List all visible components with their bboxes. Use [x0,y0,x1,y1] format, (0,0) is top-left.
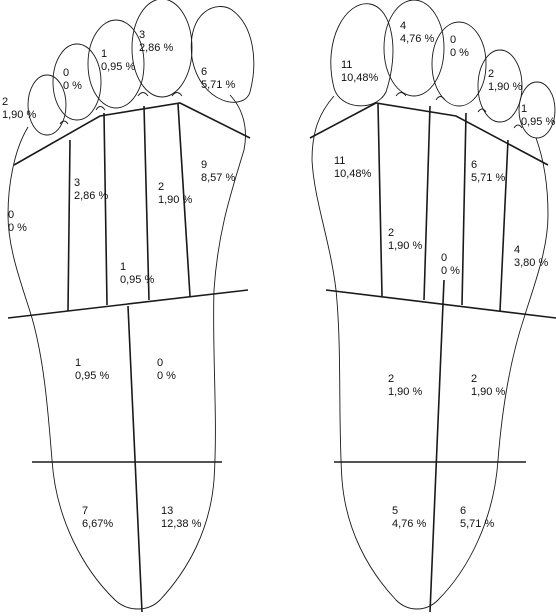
zone-count: 0 [157,357,176,370]
right-fore-divider-1 [378,104,382,296]
left-zone-mth5-label: 3 2,86 % [74,177,108,203]
right-zone-lateral-fore-label: 4 3,80 % [514,244,548,270]
zone-count: 2 [388,373,422,386]
zone-percent: 6,67% [82,518,113,531]
zone-count: 0 [441,252,460,265]
right-zone-hallux-label: 11 10,48% [341,59,378,85]
left-zone-hallux-label: 6 5,71 % [201,66,235,92]
left-zone-toe3-label: 1 0,95 % [101,48,135,74]
zone-percent: 1,90 % [158,194,192,207]
left-zone-heel-lateral-label: 7 6,67% [82,505,113,531]
zone-count: 2 [158,181,192,194]
zone-percent: 4,76 % [400,33,434,46]
zone-percent: 0,95 % [521,116,555,129]
zone-percent: 1,90 % [488,81,522,94]
left-fore-divider-2 [104,113,107,305]
zone-percent: 0 % [450,47,469,60]
zone-percent: 1,90 % [388,386,422,399]
zone-percent: 0 % [157,370,176,383]
zone-count: 6 [201,66,235,79]
left-zone-heel-medial-label: 13 12,38 % [161,505,201,531]
zone-count: 1 [120,261,154,274]
right-zone-toe3-label: 0 0 % [450,34,469,60]
zone-count: 11 [341,59,378,72]
right-fore-divider-2 [424,106,430,300]
right-zone-mth3-label: 0 0 % [441,252,460,278]
zone-percent: 10,48% [334,168,371,181]
zone-count: 6 [471,159,505,172]
zone-percent: 8,57 % [201,172,235,185]
right-zone-heel-lateral-label: 6 5,71 % [460,505,494,531]
left-zone-mth3-label: 1 0,95 % [120,261,154,287]
left-zone-toe5-label: 2 1,90 % [2,96,36,122]
right-toe-joint-marks [396,93,522,129]
left-long-axis [128,306,142,612]
left-zone-toe4-label: 0 0 % [63,67,82,93]
zone-count: 9 [201,159,235,172]
right-zone-mth2-label: 2 1,90 % [388,227,422,253]
zone-count: 0 [63,67,82,80]
right-zone-heel-medial-label: 5 4,76 % [392,505,426,531]
zone-percent: 1,90 % [471,386,505,399]
zone-percent: 2,86 % [139,42,173,55]
zone-count: 3 [139,29,173,42]
zone-percent: 5,71 % [471,172,505,185]
left-zone-mid-medial-label: 0 0 % [157,357,176,383]
zone-count: 1 [101,48,135,61]
zone-count: 6 [460,505,494,518]
zone-percent: 1,90 % [388,240,422,253]
left-zone-lateral-fore-label: 0 0 % [8,209,27,235]
zone-percent: 1,90 % [2,109,36,122]
left-zone-mid-lateral-label: 1 0,95 % [75,357,109,383]
zone-count: 2 [471,373,505,386]
right-zone-mth4-label: 6 5,71 % [471,159,505,185]
zone-percent: 0 % [63,80,82,93]
zone-count: 5 [392,505,426,518]
zone-count: 4 [514,244,548,257]
right-hallux-outline [331,4,393,106]
right-zone-toe4-label: 2 1,90 % [488,68,522,94]
right-midfoot-line [326,290,556,318]
zone-percent: 2,86 % [74,190,108,203]
zone-percent: 3,80 % [514,257,548,270]
zone-count: 13 [161,505,201,518]
zone-percent: 0 % [441,265,460,278]
zone-percent: 0,95 % [120,274,154,287]
zone-percent: 12,38 % [161,518,201,531]
zone-count: 1 [75,357,109,370]
left-zone-toe2-label: 3 2,86 % [139,29,173,55]
zone-count: 0 [8,209,27,222]
zone-percent: 0,95 % [101,61,135,74]
zone-count: 3 [74,177,108,190]
zone-count: 2 [488,68,522,81]
left-fore-divider-1 [68,140,70,311]
left-zone-mth1-label: 9 8,57 % [201,159,235,185]
zone-percent: 10,48% [341,72,378,85]
right-zone-mid-lateral-label: 2 1,90 % [471,373,505,399]
zone-percent: 0,95 % [75,370,109,383]
right-fore-divider-3 [462,113,466,305]
zone-count: 7 [82,505,113,518]
zone-count: 11 [334,155,371,168]
right-zone-toe2-label: 4 4,76 % [400,20,434,46]
zone-count: 1 [521,103,555,116]
left-toe-line [14,103,250,165]
zone-count: 2 [388,227,422,240]
zone-percent: 5,71 % [201,79,235,92]
zone-percent: 5,71 % [460,518,494,531]
right-long-axis [430,280,444,612]
zone-percent: 4,76 % [392,518,426,531]
zone-percent: 0 % [8,222,27,235]
right-zone-mid-medial-label: 2 1,90 % [388,373,422,399]
left-zone-mth2-label: 2 1,90 % [158,181,192,207]
zone-count: 0 [450,34,469,47]
zone-count: 2 [2,96,36,109]
right-zone-toe5-label: 1 0,95 % [521,103,555,129]
right-zone-mth1-label: 11 10,48% [334,155,371,181]
zone-count: 4 [400,20,434,33]
